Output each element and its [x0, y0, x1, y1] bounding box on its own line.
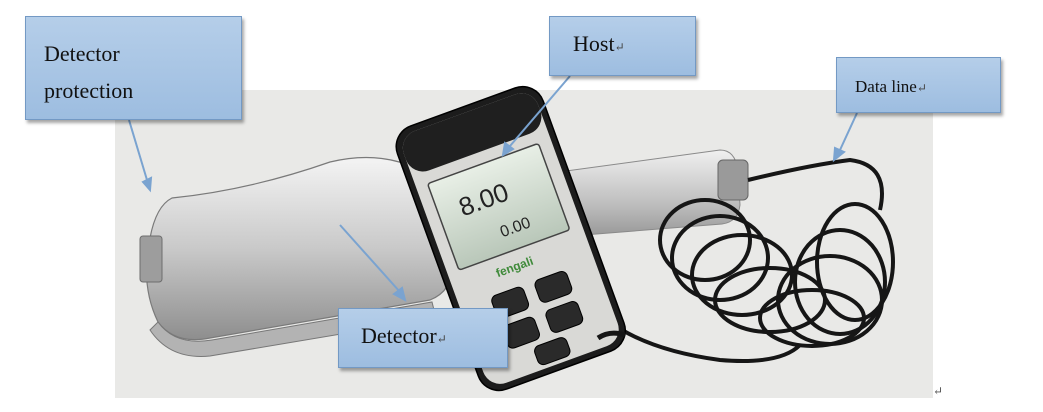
arrow-detector: [339, 224, 401, 293]
shell-clip: [139, 235, 163, 283]
tube-connector: [717, 159, 749, 201]
return-mark: ↵: [916, 81, 927, 95]
arrow-detector-protection: [128, 119, 148, 181]
host-button: [534, 270, 573, 303]
callout-detector: Detector↵: [338, 308, 508, 368]
arrow-head: [141, 176, 153, 193]
arrow-data-line: [839, 112, 858, 151]
host-device: 8.00 0.00 fengali: [395, 85, 627, 392]
label-detector: Detector: [361, 323, 437, 348]
paragraph-return-mark: ↵: [933, 384, 944, 398]
return-mark: ↵: [436, 332, 447, 346]
host-button: [534, 337, 571, 366]
label-detector-protection-line1: Detector: [44, 41, 120, 66]
callout-detector-protection: Detector protection: [25, 16, 242, 120]
label-host: Host: [573, 31, 615, 56]
host-cable: [596, 330, 626, 341]
callout-data-line: Data line↵: [836, 57, 1001, 113]
host-screen: [427, 143, 570, 271]
label-data-line: Data line: [855, 77, 917, 96]
arrow-head: [392, 286, 407, 302]
arrow-head: [501, 141, 515, 157]
host-button: [545, 301, 584, 333]
arrow-head: [832, 146, 846, 163]
arrow-host: [509, 75, 571, 147]
callout-host: Host↵: [549, 16, 696, 76]
label-detector-protection-line2: protection: [44, 78, 134, 103]
coiled-data-line: [620, 157, 895, 363]
return-mark: ↵: [614, 40, 625, 54]
